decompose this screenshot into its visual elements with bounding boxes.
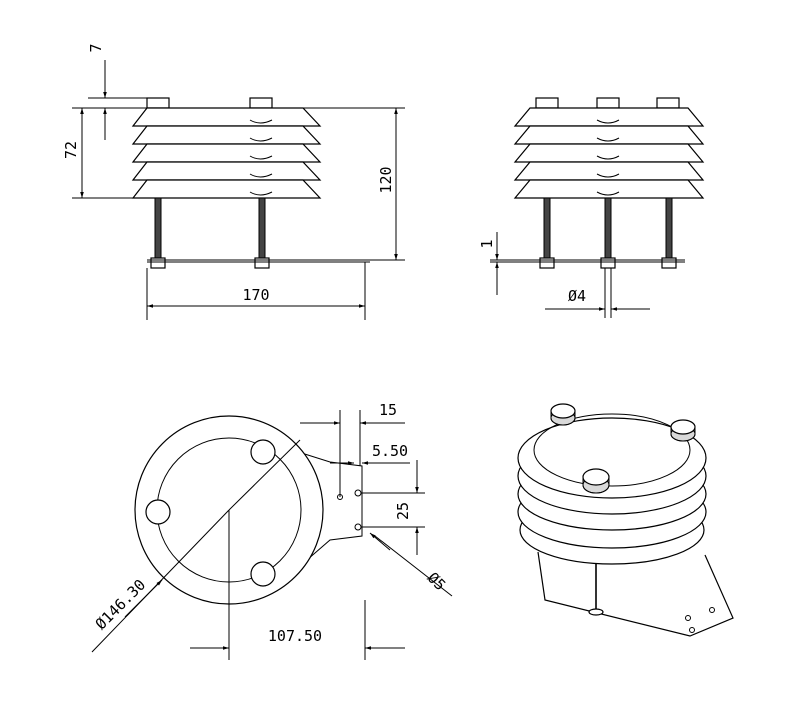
svg-text:107.50: 107.50 <box>268 627 322 645</box>
top-cap-2 <box>145 499 171 525</box>
svg-text:7: 7 <box>87 43 105 52</box>
iso-caps <box>550 403 696 494</box>
top-mount-hole-1 <box>354 489 362 497</box>
svg-text:1: 1 <box>478 239 496 248</box>
top-mount-hole-2 <box>354 523 362 531</box>
top-view: 15 5.50 25 Ø5 Ø146.30 107.50 <box>91 401 453 660</box>
svg-text:170: 170 <box>242 286 269 304</box>
front-cap-left <box>146 97 170 109</box>
dim-front-width: 170 <box>147 286 365 308</box>
dim-side-rod-diameter: Ø4 <box>545 287 650 311</box>
dim-top-outer-diameter: Ø146.30 <box>92 576 163 633</box>
iso-bracket <box>537 551 734 637</box>
side-view: 1 Ø4 <box>478 97 705 318</box>
svg-text:15: 15 <box>379 401 397 419</box>
dim-top-hole-offset: 5.50 <box>330 442 410 465</box>
dim-top-tab-length: 15 <box>300 401 405 425</box>
side-louvers <box>513 107 705 199</box>
front-cap-right <box>249 97 273 109</box>
dim-top-center-offset: 107.50 <box>190 600 405 660</box>
dim-top-hole-spacing: 25 <box>394 460 419 555</box>
top-bracket <box>291 449 363 567</box>
front-louvers <box>131 107 322 199</box>
top-cap-3 <box>250 561 276 587</box>
isometric-view <box>517 403 734 637</box>
side-rods <box>539 197 677 269</box>
dim-front-total-height: 120 <box>377 108 398 260</box>
svg-text:Ø4: Ø4 <box>568 287 586 305</box>
svg-text:120: 120 <box>377 166 395 193</box>
svg-text:25: 25 <box>394 502 412 520</box>
svg-text:72: 72 <box>62 141 80 159</box>
front-view: 7 72 120 170 <box>62 43 405 320</box>
svg-text:5.50: 5.50 <box>372 442 408 460</box>
iso-louvers <box>517 413 707 565</box>
dim-side-base-thickness: 1 <box>478 232 499 295</box>
top-cap-1 <box>250 439 276 465</box>
dim-front-top-gap: 7 <box>87 43 107 140</box>
svg-text:Ø146.30: Ø146.30 <box>92 576 149 633</box>
front-rods <box>150 197 270 269</box>
dim-front-louver-height: 72 <box>62 108 84 198</box>
